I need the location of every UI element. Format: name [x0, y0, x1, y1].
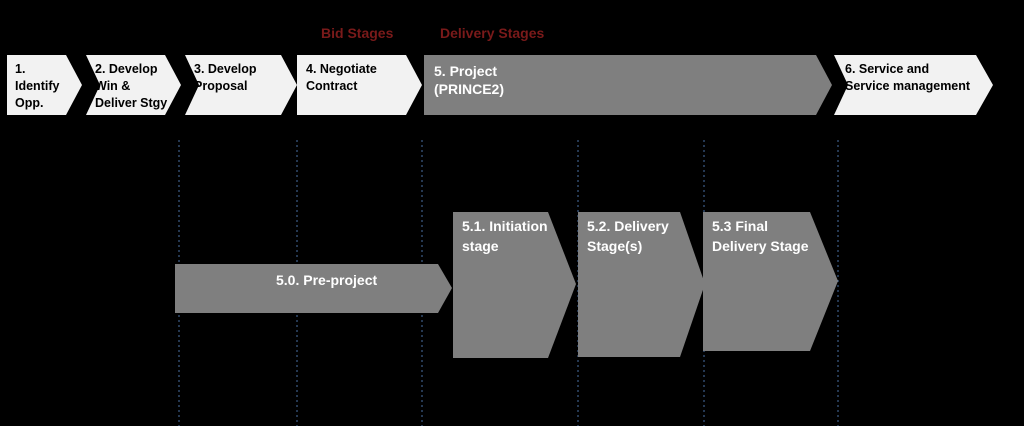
stage-chevron-delivery [578, 212, 705, 357]
phase-chevron-project [424, 55, 832, 115]
stage-chevron-final-delivery [703, 212, 838, 351]
stage-chevron-initiation [453, 212, 576, 358]
phase-chevron-develop-win [86, 55, 181, 115]
phase-chevron-service [834, 55, 993, 115]
delivery-stages-header: Delivery Stages [440, 25, 545, 41]
stage-chevron-pre-project [175, 264, 452, 313]
phase-chevron-negotiate [297, 55, 422, 115]
phase-chevron-develop-proposal [185, 55, 297, 115]
bid-stages-header: Bid Stages [321, 25, 394, 41]
phase-chevron-identify [7, 55, 82, 115]
